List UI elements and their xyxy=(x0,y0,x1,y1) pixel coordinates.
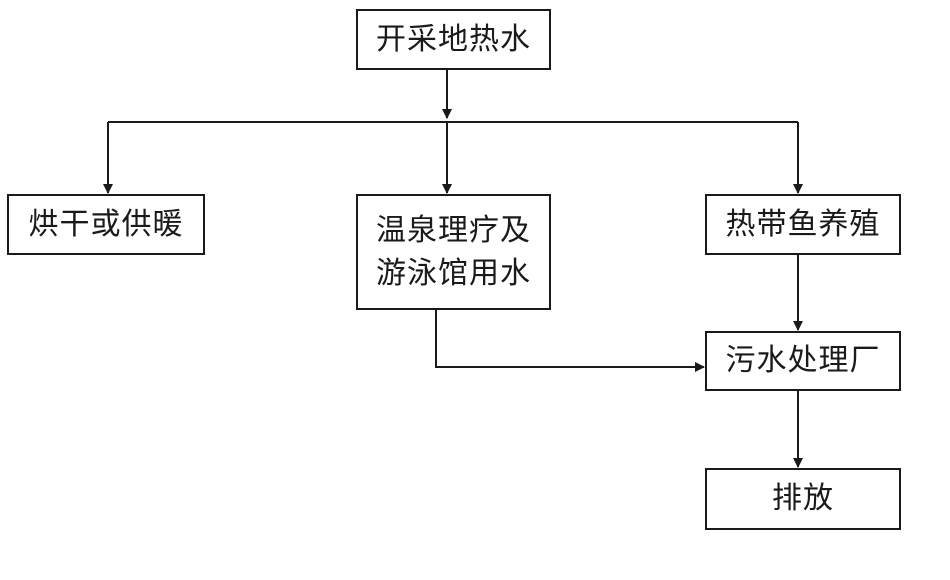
edge-spa-to-treatment xyxy=(435,310,705,372)
node-discharge: 排放 xyxy=(705,468,901,530)
node-extract-geothermal-water: 开采地热水 xyxy=(356,9,551,70)
node-sewage-treatment-plant: 污水处理厂 xyxy=(705,331,901,391)
node-drying-or-heating: 烘干或供暖 xyxy=(7,194,205,255)
node-spa-and-pool-water: 温泉理疗及 游泳馆用水 xyxy=(356,194,551,310)
node-tropical-fish-farming: 热带鱼养殖 xyxy=(705,194,901,255)
